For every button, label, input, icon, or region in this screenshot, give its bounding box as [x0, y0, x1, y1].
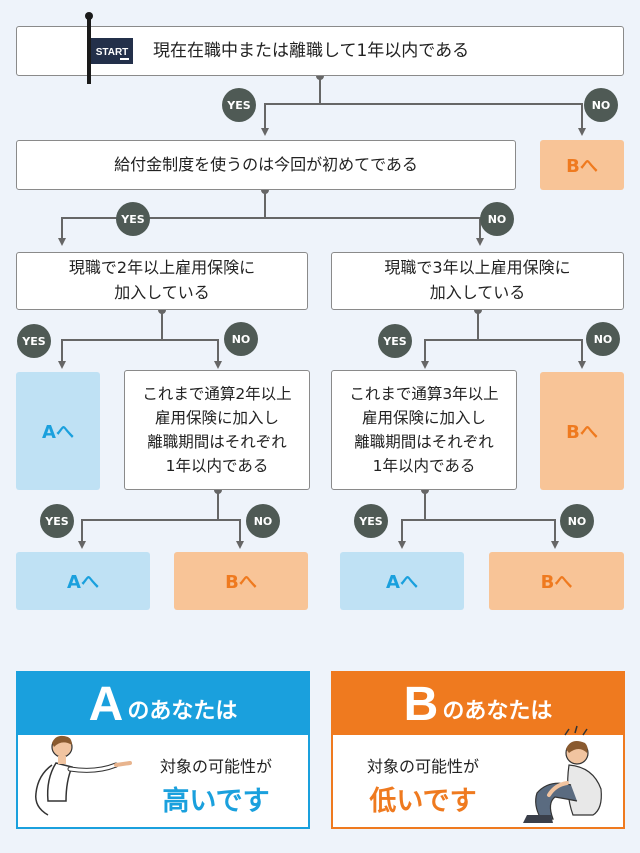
result-label: Bへ	[566, 422, 598, 443]
yes-badge: YES	[116, 202, 150, 236]
question-3-text: 現職で2年以上雇用保険に 加入している	[68, 258, 256, 302]
panel-b-big: 低いです	[369, 786, 477, 817]
panel-a-letter: A	[88, 677, 124, 731]
no-badge: NO	[224, 322, 258, 356]
question-6-box: これまで通算3年以上 雇用保険に加入し 離職期間はそれぞれ 1年以内である	[331, 370, 517, 490]
result-label: Aへ	[67, 572, 99, 593]
result-a-q6-yes: Aへ	[340, 552, 464, 610]
question-2-box: 給付金制度を使うのは今回が初めてである	[16, 140, 516, 190]
result-label: Bへ	[566, 156, 598, 177]
panel-b-sub: 対象の可能性が	[366, 757, 479, 776]
panel-b-letter: B	[403, 677, 439, 731]
result-b-q4-no: Bへ	[540, 372, 624, 490]
question-4-box: 現職で3年以上雇用保険に 加入している	[331, 252, 624, 310]
panel-a-sub: 対象の可能性が	[159, 757, 272, 776]
result-label: Aへ	[386, 572, 418, 593]
question-4-text: 現職で3年以上雇用保険に 加入している	[384, 258, 571, 302]
yes-badge: YES	[378, 324, 412, 358]
no-badge: NO	[480, 202, 514, 236]
panel-b-header: B のあなたは	[333, 673, 623, 735]
yes-badge: YES	[354, 504, 388, 538]
panel-a-big: 高いです	[162, 786, 270, 817]
result-a-q5-yes: Aへ	[16, 552, 150, 610]
sad-sitting-man-icon	[523, 725, 602, 823]
question-2-text: 給付金制度を使うのは今回が初めてである	[114, 154, 418, 174]
panel-b-text: 対象の可能性が 低いです	[343, 753, 503, 818]
no-badge: NO	[586, 322, 620, 356]
start-flag-icon: START	[85, 12, 133, 84]
result-b-q5-no: Bへ	[174, 552, 308, 610]
yes-badge: YES	[40, 504, 74, 538]
panel-b-heading: のあなたは	[442, 699, 553, 724]
question-5-text: これまで通算2年以上 雇用保険に加入し 離職期間はそれぞれ 1年以内である	[142, 384, 292, 476]
result-label: Bへ	[540, 572, 573, 593]
result-b-q6-no: Bへ	[489, 552, 624, 610]
no-badge: NO	[584, 88, 618, 122]
pointing-man-icon	[35, 735, 132, 816]
result-label: Bへ	[225, 572, 257, 593]
question-1-box: 現在在職中または離職して1年以内である	[16, 26, 624, 76]
yes-badge: YES	[222, 88, 256, 122]
result-label: Aへ	[42, 422, 74, 443]
question-6-text: これまで通算3年以上 雇用保険に加入し 離職期間はそれぞれ 1年以内である	[349, 384, 499, 476]
result-a-panel: A のあなたは 対象の可能性が 高いです	[16, 671, 310, 829]
question-1-text: 現在在職中または離職して1年以内である	[153, 40, 470, 61]
question-5-box: これまで通算2年以上 雇用保険に加入し 離職期間はそれぞれ 1年以内である	[124, 370, 310, 490]
yes-badge: YES	[17, 324, 51, 358]
start-flag-label: START	[96, 47, 129, 58]
result-b-q1-no: Bへ	[540, 140, 624, 190]
no-badge: NO	[246, 504, 280, 538]
question-3-box: 現職で2年以上雇用保険に 加入している	[16, 252, 308, 310]
result-b-panel: B のあなたは 対象の可能性が 低いです	[331, 671, 625, 829]
panel-a-header: A のあなたは	[18, 673, 308, 735]
no-badge: NO	[560, 504, 594, 538]
panel-a-heading: のあなたは	[127, 699, 238, 724]
result-a-q3-yes: Aへ	[16, 372, 100, 490]
panel-a-text: 対象の可能性が 高いです	[128, 753, 304, 818]
